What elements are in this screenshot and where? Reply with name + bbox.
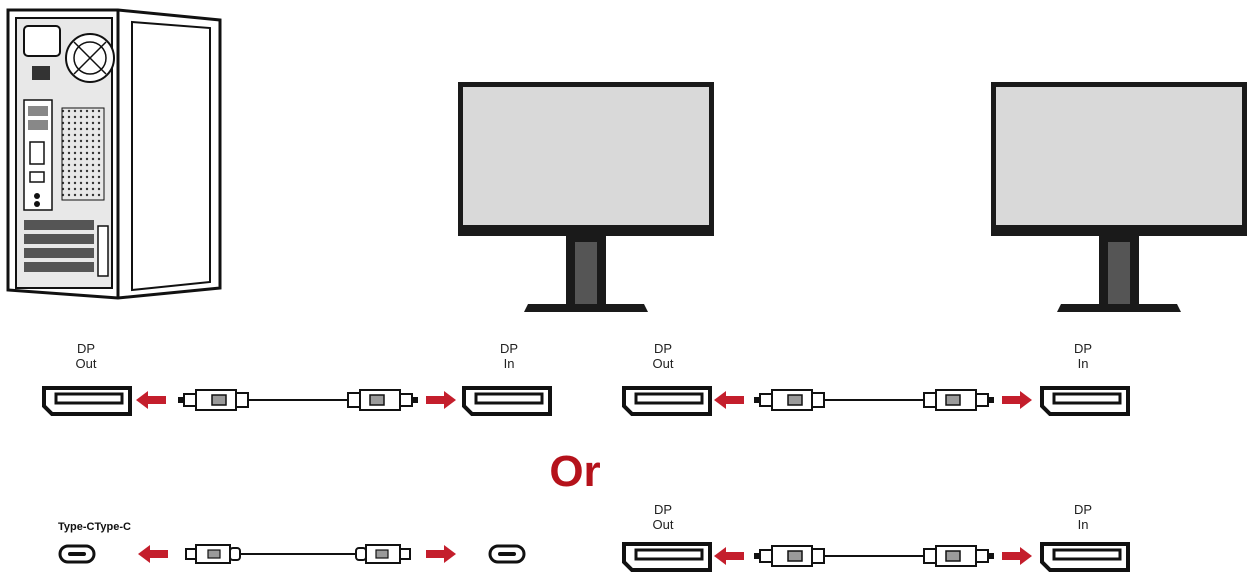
or-separator: Or	[549, 447, 601, 496]
dp-connector-icon	[347, 389, 419, 411]
dp-port-icon	[1040, 386, 1130, 416]
arrow-right-icon	[1002, 391, 1032, 409]
dp-port-icon	[462, 386, 552, 416]
arrow-left-icon	[138, 545, 168, 563]
port-label-line: In	[1077, 517, 1089, 532]
port-label-line: DP	[653, 341, 673, 356]
dp-connector-icon	[923, 389, 995, 411]
dp-port-icon	[42, 386, 132, 416]
port-label-line: Out	[652, 517, 674, 532]
port-label-monitor2-in: DP In	[1063, 341, 1103, 371]
arrow-left-icon	[136, 391, 166, 409]
arrow-right-icon	[426, 545, 456, 563]
port-label-monitor2-in-alt: DP In	[1063, 502, 1103, 532]
port-label-monitor1-in: DP In	[489, 341, 529, 371]
dp-port-icon	[622, 542, 712, 572]
port-label-pc-out: DP Out	[66, 341, 106, 371]
port-label-line: DP	[76, 341, 96, 356]
dp-port-icon	[1040, 542, 1130, 572]
dp-connector-icon	[754, 546, 824, 566]
pc-tower-icon	[6, 8, 222, 300]
port-label-line: Out	[652, 356, 674, 371]
port-label-monitor1-out-alt: DP Out	[643, 502, 683, 532]
port-label-line: In	[1077, 356, 1089, 371]
arrow-left-icon	[714, 391, 744, 409]
port-label-line: DP	[1073, 502, 1093, 517]
port-label-line: DP	[499, 341, 519, 356]
monitor-icon	[991, 82, 1247, 312]
dp-port-icon	[622, 386, 712, 416]
arrow-left-icon	[714, 547, 744, 565]
dp-connector-icon	[923, 545, 995, 567]
dp-connector-icon	[754, 390, 824, 410]
usb-c-port-icon	[488, 544, 526, 564]
monitor-icon	[458, 82, 714, 312]
arrow-right-icon	[426, 391, 456, 409]
port-label-monitor1-out: DP Out	[643, 341, 683, 371]
port-label-line: DP	[653, 502, 673, 517]
usb-c-connector-icon	[355, 544, 411, 564]
typec-label: Type-CType-C	[58, 521, 131, 533]
usb-c-connector-icon	[186, 545, 240, 563]
dp-connector-icon	[178, 390, 248, 410]
port-label-line: DP	[1073, 341, 1093, 356]
port-label-line: Out	[75, 356, 97, 371]
port-label-line: In	[503, 356, 515, 371]
arrow-right-icon	[1002, 547, 1032, 565]
usb-c-port-icon	[58, 544, 96, 564]
